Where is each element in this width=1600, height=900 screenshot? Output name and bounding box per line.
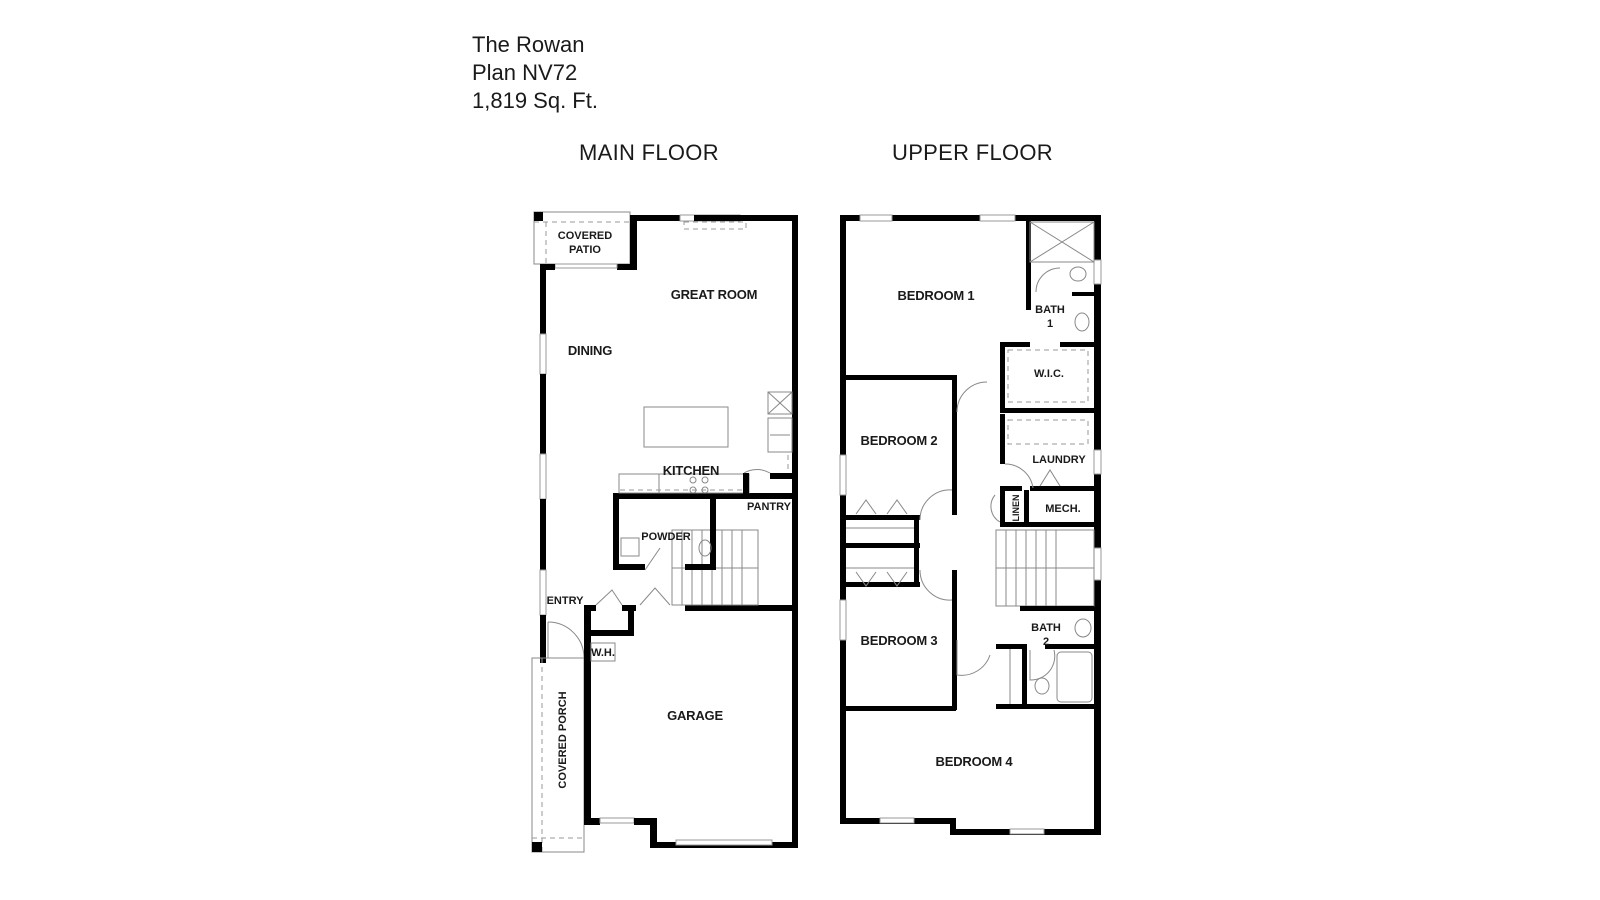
entry-door-swing — [547, 621, 585, 659]
wic-label: W.I.C. — [1034, 368, 1064, 380]
kitchen-island — [643, 406, 729, 448]
upper-floor-plan: BEDROOM 1 BATH 1 W.I.C. BEDROOM 2 LAUNDR… — [839, 214, 1102, 835]
bath1-label-2: 1 — [1047, 318, 1053, 330]
bath2-label-2: 2 — [1043, 636, 1049, 648]
main-floor-heading: MAIN FLOOR — [579, 140, 719, 165]
upper-west-wall — [840, 215, 846, 822]
bedroom4-label: BEDROOM 4 — [936, 754, 1014, 769]
great-room-label: GREAT ROOM — [671, 287, 758, 302]
main-east-wall — [792, 215, 798, 848]
dining-label: DINING — [568, 343, 612, 358]
bedroom1-label: BEDROOM 1 — [898, 288, 975, 303]
covered-patio-label-2: PATIO — [569, 244, 601, 256]
plan-name: The Rowan — [472, 32, 585, 57]
upper-east-wall — [1094, 215, 1101, 835]
mech-label: MECH. — [1045, 503, 1080, 515]
powder-label: POWDER — [641, 531, 691, 543]
garage-label: GARAGE — [667, 708, 723, 723]
bath2-label-1: BATH — [1031, 622, 1061, 634]
upper-floor-heading: UPPER FLOOR — [892, 140, 1053, 165]
water-heater-label: W.H. — [591, 647, 615, 659]
patio-slider-door — [554, 263, 618, 269]
linen-label: LINEN — [1011, 495, 1021, 522]
plan-area: 1,819 Sq. Ft. — [472, 88, 598, 113]
water-heater — [590, 642, 616, 662]
covered-patio-label-1: COVERED — [558, 230, 612, 242]
bedroom3-label: BEDROOM 3 — [861, 633, 938, 648]
main-floor-plan: COVERED PATIO GREAT ROOM DINING KITCHEN … — [531, 211, 798, 853]
pantry-label: PANTRY — [747, 501, 792, 513]
plan-id: Plan NV72 — [472, 60, 578, 85]
bedroom2-label: BEDROOM 2 — [861, 433, 938, 448]
garage-door — [675, 839, 773, 846]
plan-title-block: The Rowan Plan NV72 1,819 Sq. Ft. — [472, 31, 598, 115]
laundry-label: LAUNDRY — [1032, 454, 1086, 466]
kitchen-label: KITCHEN — [663, 463, 719, 478]
covered-porch-label: COVERED PORCH — [557, 691, 569, 788]
bath1-label-1: BATH — [1035, 304, 1065, 316]
upper-stairs — [995, 529, 1095, 607]
entry-label: ENTRY — [547, 595, 585, 607]
